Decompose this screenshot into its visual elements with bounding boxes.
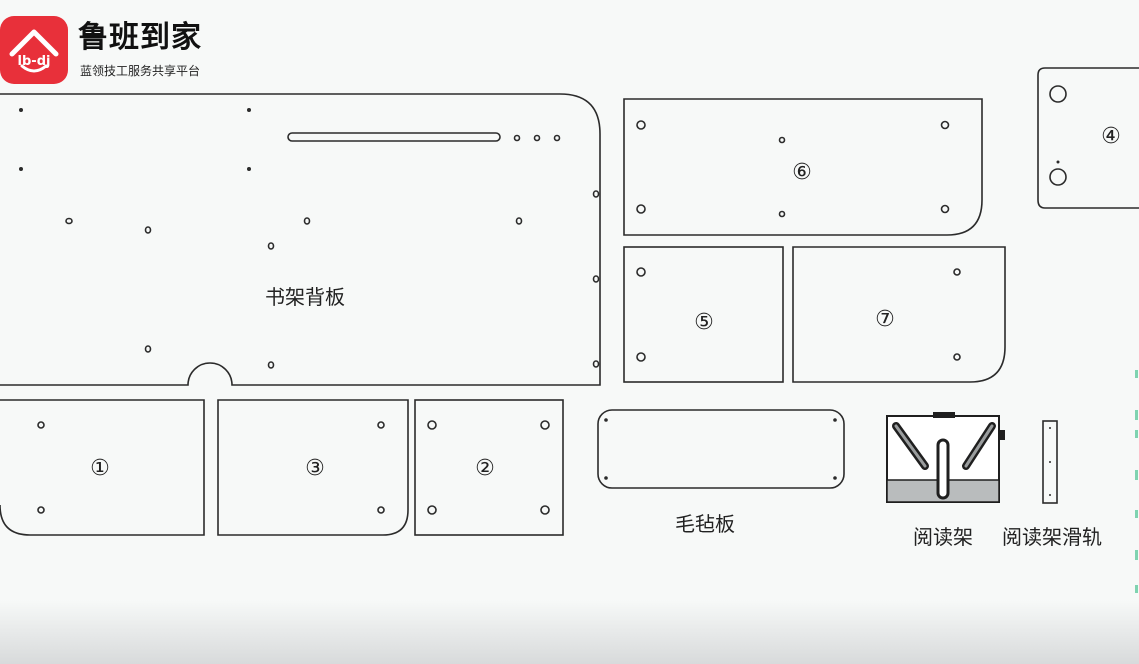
panel-6-label: ⑥ bbox=[792, 160, 812, 185]
panel-4-label: ④ bbox=[1101, 124, 1121, 149]
house-roof-icon bbox=[9, 29, 59, 73]
reading-rail-label: 阅读架滑轨 bbox=[1002, 525, 1102, 549]
back-panel-outline bbox=[0, 93, 601, 386]
panel-1-label: ① bbox=[90, 456, 110, 481]
felt-board-label: 毛毡板 bbox=[675, 512, 735, 536]
panel-3-label: ③ bbox=[305, 456, 325, 481]
logo-badge-icon: lb-dj bbox=[0, 16, 68, 84]
mounting-holes bbox=[37, 85, 1067, 515]
panel-1-outline bbox=[0, 399, 205, 536]
brand-tagline: 蓝领技工服务共享平台 bbox=[80, 64, 201, 78]
logo-mark: lb-dj bbox=[17, 54, 51, 69]
bottom-shadow bbox=[0, 600, 1139, 664]
panel-5-outline bbox=[623, 246, 784, 383]
panel-4-outline bbox=[1037, 67, 1139, 209]
reading-stand-drawing bbox=[886, 412, 1005, 503]
reading-stand-label: 阅读架 bbox=[913, 525, 973, 549]
panel-7-outline bbox=[792, 246, 1006, 383]
panel-2-label: ② bbox=[475, 456, 495, 481]
panel-6-outline bbox=[623, 98, 983, 236]
panel-2-outline bbox=[414, 399, 564, 536]
brand-logo: lb-dj 鲁班到家 蓝领技工服务共享平台 bbox=[0, 16, 240, 84]
back-panel-label: 书架背板 bbox=[265, 285, 345, 309]
panel-7-label: ⑦ bbox=[875, 307, 895, 332]
felt-board-outline bbox=[597, 409, 845, 489]
panel-3-outline bbox=[217, 399, 409, 536]
small-holes bbox=[19, 108, 1060, 496]
back-panel-slot bbox=[287, 132, 501, 142]
brand-name: 鲁班到家 bbox=[78, 20, 202, 55]
panel-5-label: ⑤ bbox=[694, 310, 714, 335]
edge-accent-marks bbox=[1135, 370, 1138, 593]
reading-rail-drawing bbox=[1042, 420, 1058, 504]
